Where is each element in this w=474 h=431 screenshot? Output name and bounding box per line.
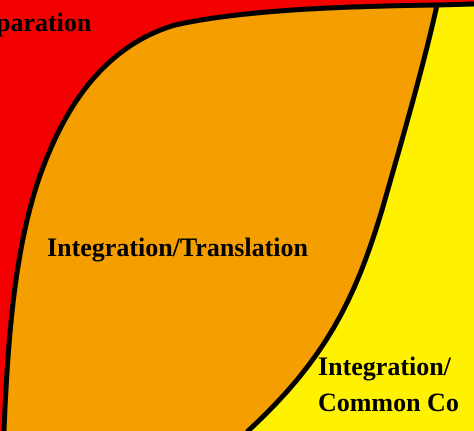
common-code-label-line2: Common Co	[318, 388, 459, 417]
common-code-boundary-curve	[245, 2, 440, 431]
separation-label: paration	[0, 8, 92, 37]
translation-label: Integration/Translation	[47, 233, 309, 262]
common-code-region	[248, 5, 474, 431]
common-code-label-line1: Integration/	[318, 352, 452, 381]
